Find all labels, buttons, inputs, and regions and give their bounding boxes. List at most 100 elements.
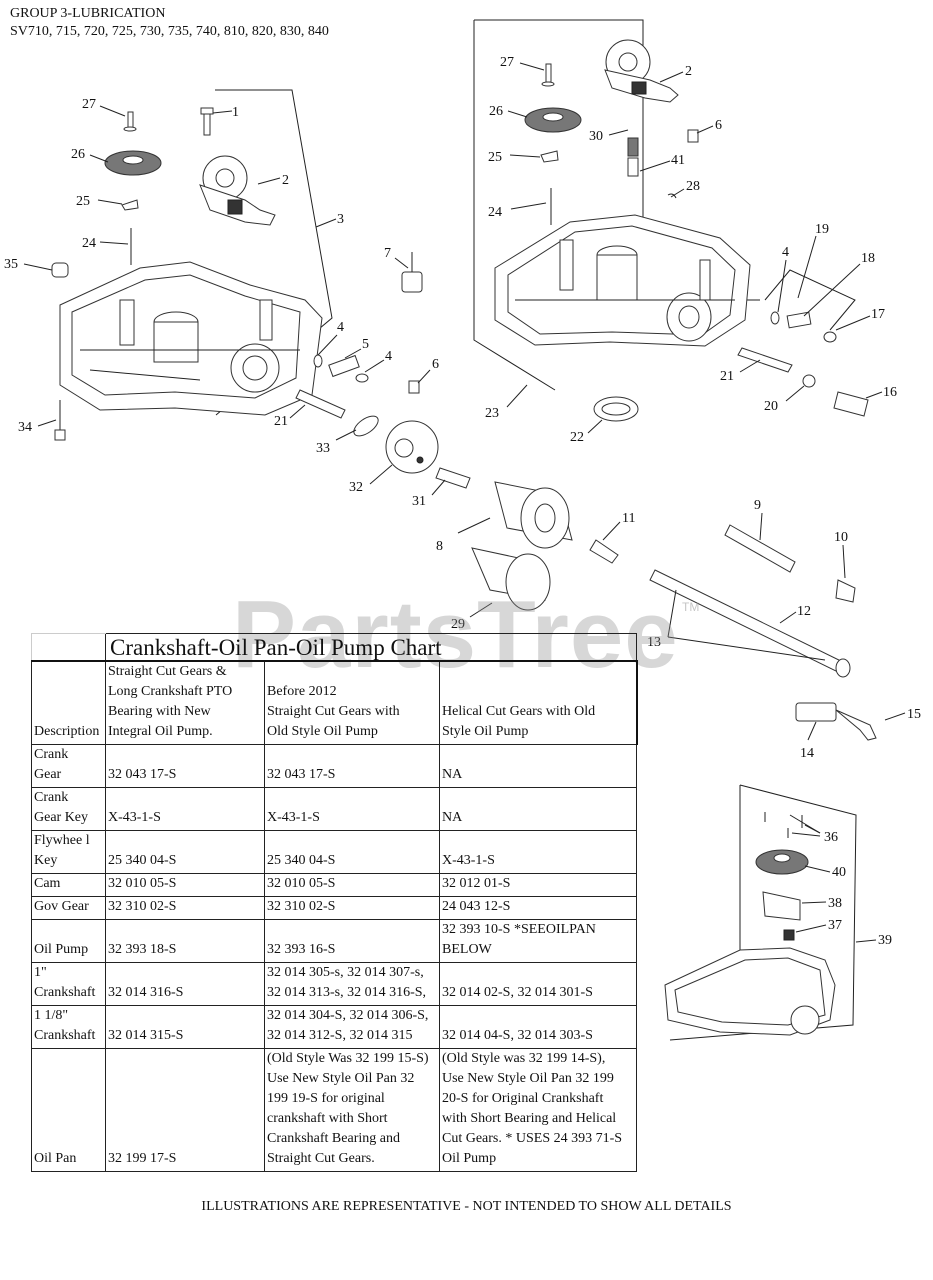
part-number-cell: 32 014 316-S	[105, 962, 265, 1006]
part-number-cell: X-43-1-S	[439, 830, 637, 874]
callout-33: 33	[316, 441, 330, 456]
part-number-cell: NA	[439, 744, 637, 788]
col-header-description: Description	[31, 660, 106, 745]
callout-24a: 24	[82, 236, 96, 251]
right-oil-pan-group	[473, 19, 869, 422]
left-oil-pan-group	[51, 89, 471, 489]
part-number-cell: 32 012 01-S	[439, 873, 637, 897]
part-number-cell: 32 010 05-S	[264, 873, 440, 897]
callout-4b: 4	[385, 349, 392, 364]
callout-32: 32	[349, 480, 363, 495]
callout-2: 2	[282, 173, 289, 188]
callout-35: 35	[4, 257, 18, 272]
callout-20: 20	[764, 399, 778, 414]
callout-3: 3	[337, 212, 344, 227]
chart-title: Crankshaft-Oil Pan-Oil Pump Chart	[105, 633, 637, 661]
callout-4c: 4	[782, 245, 789, 260]
row-description-cell: Oil Pump	[31, 919, 106, 963]
part-number-cell: 32 010 05-S	[105, 873, 265, 897]
callout-24b: 24	[488, 205, 502, 220]
row-description-cell: 1"Crankshaft	[31, 962, 106, 1006]
callout-16: 16	[883, 385, 897, 400]
callout-18: 18	[861, 251, 875, 266]
callout-21a: 21	[274, 414, 288, 429]
callout-6a: 6	[432, 357, 439, 372]
callout-34: 34	[18, 420, 32, 435]
part-number-cell: 32 199 17-S	[105, 1048, 265, 1172]
part-number-cell: 32 043 17-S	[105, 744, 265, 788]
callout-2b: 2	[685, 64, 692, 79]
callout-labels: 1 2 3 4 5 4 6 7 21 24 25 26 27 31 32 33 …	[4, 55, 921, 948]
callout-8: 8	[436, 539, 443, 554]
callout-39: 39	[878, 933, 892, 948]
callout-26b: 26	[489, 104, 503, 119]
callout-25b: 25	[488, 150, 502, 165]
callout-37: 37	[828, 918, 842, 933]
callout-30: 30	[589, 129, 603, 144]
callout-13: 13	[647, 635, 661, 650]
callout-15: 15	[907, 707, 921, 722]
callout-22: 22	[570, 430, 584, 445]
row-description-cell: Oil Pan	[31, 1048, 106, 1172]
footer-disclaimer: ILLUSTRATIONS ARE REPRESENTATIVE - NOT I…	[201, 1199, 732, 1214]
part-number-cell: 32 014 315-S	[105, 1005, 265, 1049]
callout-29: 29	[451, 617, 465, 632]
callout-19: 19	[815, 222, 829, 237]
callout-6b: 6	[715, 118, 722, 133]
part-number-cell: 32 014 304-S, 32 014 306-S,32 014 312-S,…	[264, 1005, 440, 1049]
part-number-cell: 25 340 04-S	[264, 830, 440, 874]
callout-5: 5	[362, 337, 369, 352]
col-header-before-2012: Before 2012 Straight Cut Gears with Old …	[264, 660, 440, 745]
crankshaft-oil-pan-chart: Crankshaft-Oil Pan-Oil Pump Chart Descri…	[31, 633, 638, 1172]
part-number-cell: 32 310 02-S	[264, 896, 440, 920]
callout-41: 41	[671, 153, 685, 168]
part-number-cell: X-43-1-S	[105, 787, 265, 831]
col-header-integral-oil-pump: Straight Cut Gears & Long Crankshaft PTO…	[105, 660, 265, 745]
callout-12: 12	[797, 604, 811, 619]
part-number-cell: NA	[439, 787, 637, 831]
part-number-cell: 32 310 02-S	[105, 896, 265, 920]
callout-17: 17	[871, 307, 885, 322]
callout-27a: 27	[82, 97, 96, 112]
row-description-cell: Gov Gear	[31, 896, 106, 920]
part-number-cell: 24 043 12-S	[439, 896, 637, 920]
callout-21b: 21	[720, 369, 734, 384]
part-number-cell: 32 014 305-s, 32 014 307-s,32 014 313-s,…	[264, 962, 440, 1006]
callout-27b: 27	[500, 55, 514, 70]
callout-31: 31	[412, 494, 426, 509]
model-list: SV710, 715, 720, 725, 730, 735, 740, 810…	[10, 24, 329, 39]
callout-23: 23	[485, 406, 499, 421]
callout-28: 28	[686, 179, 700, 194]
part-number-cell: 32 393 18-S	[105, 919, 265, 963]
callout-36: 36	[824, 830, 838, 845]
part-number-cell: 32 393 16-S	[264, 919, 440, 963]
callout-40: 40	[832, 865, 846, 880]
part-number-cell: (Old Style Was 32 199 15-S)Use New Style…	[264, 1048, 440, 1172]
inset-oil-pan-group	[664, 784, 857, 1041]
part-number-cell: (Old Style was 32 199 14-S),Use New Styl…	[439, 1048, 637, 1172]
part-number-cell: 32 014 04-S, 32 014 303-S	[439, 1005, 637, 1049]
col-header-helical-cut: Helical Cut Gears with Old Style Oil Pum…	[439, 660, 638, 745]
part-number-cell: 32 014 02-S, 32 014 301-S	[439, 962, 637, 1006]
callout-1: 1	[232, 105, 239, 120]
row-description-cell: Cam	[31, 873, 106, 897]
callout-10: 10	[834, 530, 848, 545]
callout-9: 9	[754, 498, 761, 513]
callout-7: 7	[384, 246, 391, 261]
callout-38: 38	[828, 896, 842, 911]
